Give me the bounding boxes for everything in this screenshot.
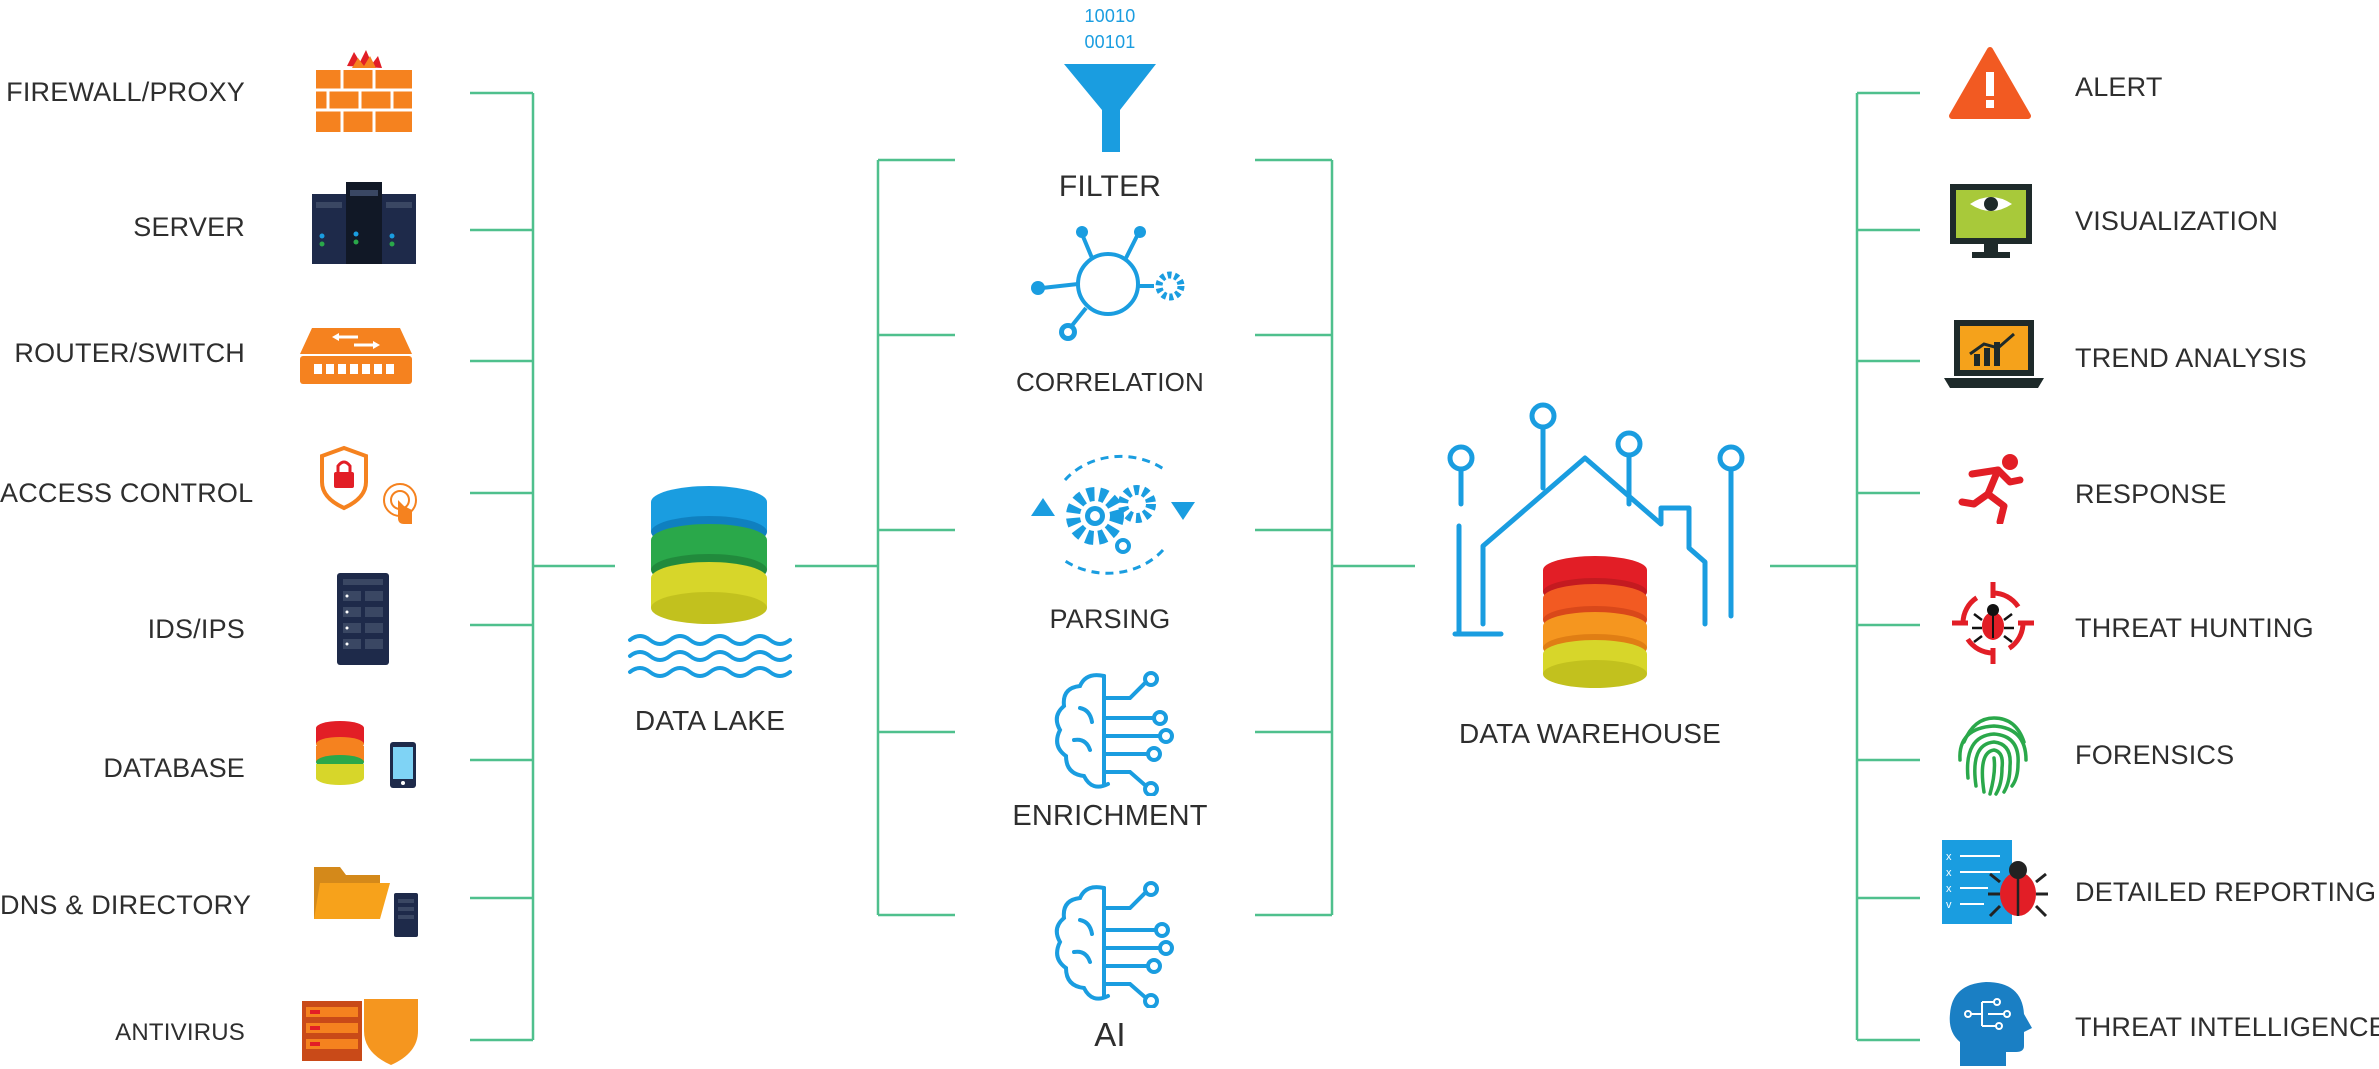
output-label-response: RESPONSE xyxy=(2075,479,2227,509)
filter-binary-top: 10010 xyxy=(1084,6,1136,26)
source-label-ids-ips: IDS/IPS xyxy=(147,614,245,644)
data-lake-label: DATA LAKE xyxy=(634,705,786,736)
filter-label: FILTER xyxy=(1058,170,1162,203)
correlation-label: CORRELATION xyxy=(1015,367,1205,397)
alert-triangle-icon xyxy=(1949,47,2031,119)
filter-binary-bottom: 00101 xyxy=(1084,32,1136,52)
server-rack-icon xyxy=(312,182,416,264)
output-label-forensics: FORENSICS xyxy=(2075,740,2235,770)
output-label-threat-intelligence: THREAT INTELLIGENCE xyxy=(2075,1012,2379,1042)
folder-icon xyxy=(314,867,418,937)
output-label-visualization: VISUALIZATION xyxy=(2075,206,2279,236)
visualization-monitor-icon xyxy=(1950,184,2032,258)
head-circuit-icon xyxy=(1949,982,2032,1066)
svg-text:x: x xyxy=(1946,867,1952,879)
enrichment-label: ENRICHMENT xyxy=(1012,800,1208,832)
source-label-router: ROUTER/SWITCH xyxy=(14,338,245,368)
ai-brain-icon xyxy=(1054,881,1174,1008)
enrichment-brain-icon xyxy=(1054,671,1174,796)
svg-text:x: x xyxy=(1946,851,1952,863)
source-label-dns-directory: DNS & DIRECTORY xyxy=(0,890,252,920)
database-mobile-icon xyxy=(316,721,416,788)
router-icon xyxy=(300,328,412,384)
fingerprint-icon xyxy=(1958,716,2028,796)
parsing-label: PARSING xyxy=(1049,604,1171,634)
antivirus-shield-icon xyxy=(302,999,418,1065)
output-label-alert: ALERT xyxy=(2075,72,2163,102)
ids-ips-icon xyxy=(337,573,389,665)
data-lake-icon xyxy=(628,486,792,678)
parsing-gears-icon xyxy=(1031,454,1195,575)
trend-analysis-laptop-icon xyxy=(1944,320,2044,388)
svg-text:x: x xyxy=(1946,883,1952,895)
source-label-server: SERVER xyxy=(133,212,245,242)
access-control-icon xyxy=(320,445,417,524)
data-warehouse-label: DATA WAREHOUSE xyxy=(1458,718,1722,749)
threat-hunting-bug-icon xyxy=(1952,582,2034,664)
response-runner-icon xyxy=(1958,454,2024,524)
data-warehouse-icon xyxy=(1447,402,1745,688)
correlation-network-icon xyxy=(1031,226,1185,341)
output-label-threat-hunting: THREAT HUNTING xyxy=(2075,613,2314,643)
filter-funnel-icon xyxy=(1064,64,1156,152)
source-label-firewall: FIREWALL/PROXY xyxy=(6,77,245,107)
output-label-trend-analysis: TREND ANALYSIS xyxy=(2075,343,2307,373)
svg-text:v: v xyxy=(1946,899,1952,911)
ai-label: AI xyxy=(1094,1016,1126,1053)
source-label-antivirus: ANTIVIRUS xyxy=(115,1019,245,1046)
firewall-icon xyxy=(316,50,412,132)
source-label-access-control: ACCESS CONTROL xyxy=(0,478,254,508)
source-label-database: DATABASE xyxy=(103,753,245,783)
output-label-detailed-reporting: DETAILED REPORTING xyxy=(2075,877,2377,907)
